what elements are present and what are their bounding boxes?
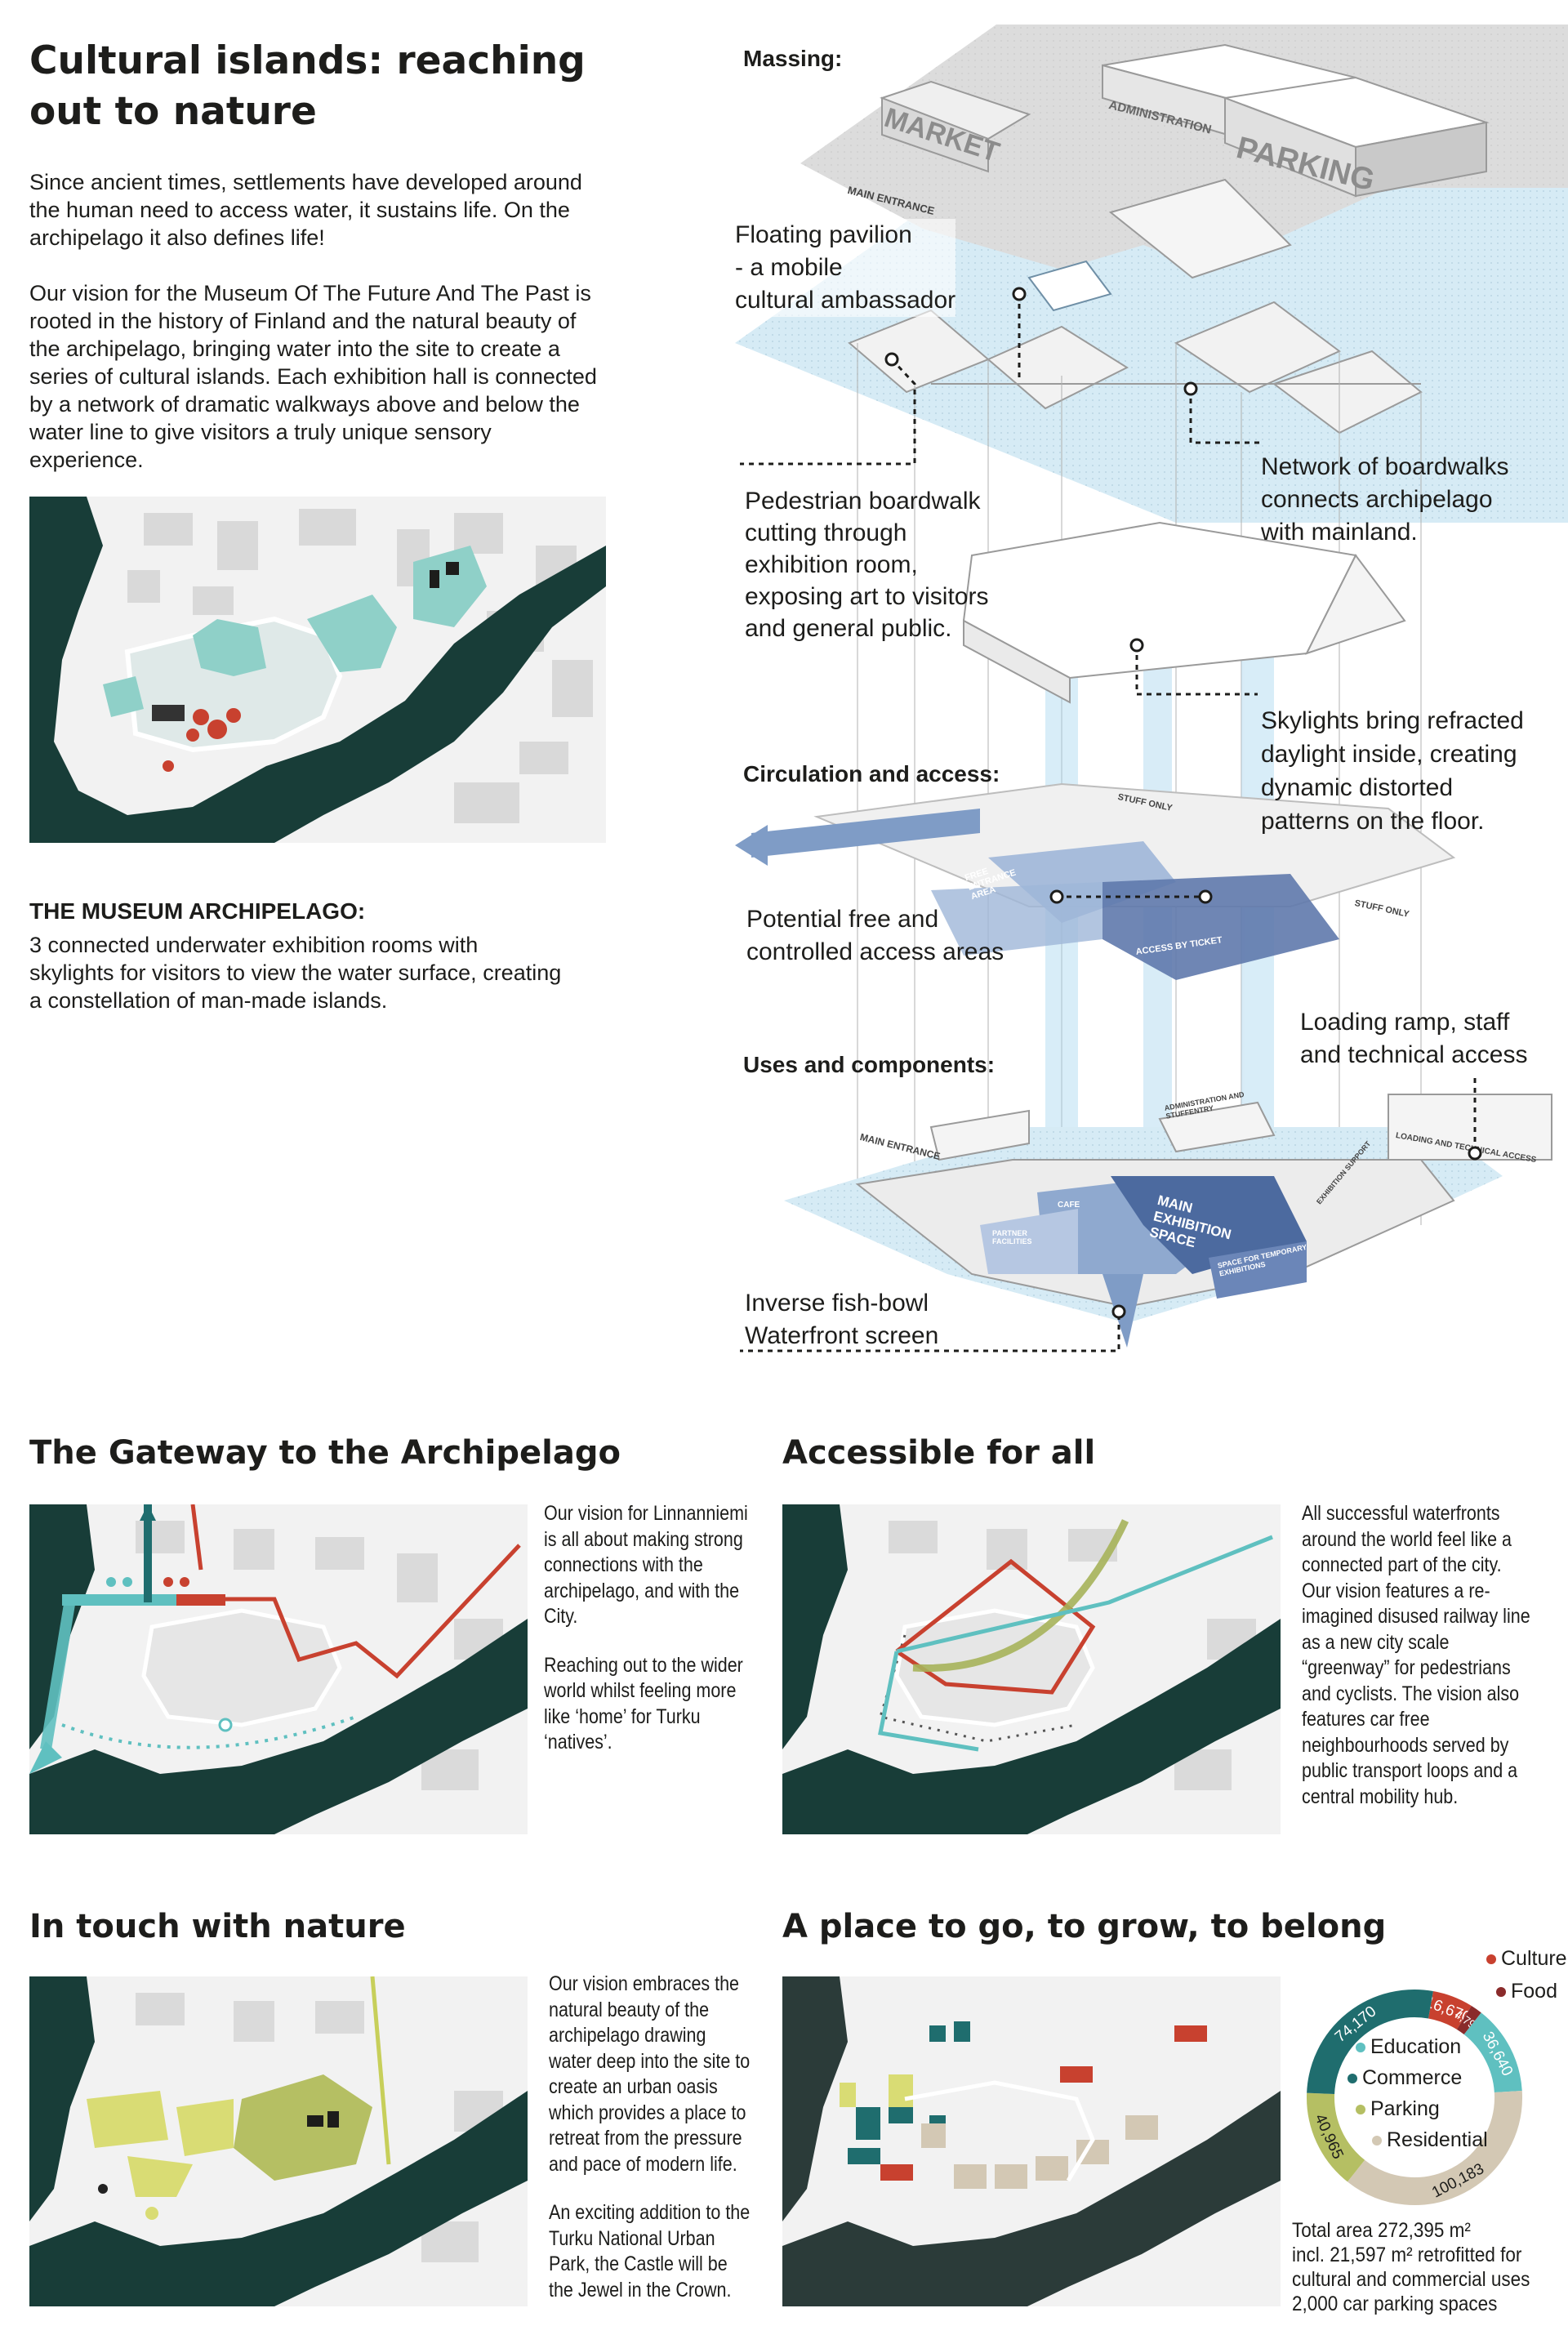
page-title-line2: out to nature [29, 89, 317, 134]
callout-fish-bowl: Inverse fish-bowl Waterfront screen [745, 1290, 939, 1349]
place-map [782, 1976, 1281, 2306]
intro-paragraph-2: Our vision for the Museum Of The Future … [29, 281, 597, 472]
gateway-text: Our vision for Linnanniemi is all about … [544, 1501, 755, 1756]
gateway-title: The Gateway to the Archipelago [29, 1434, 621, 1472]
exploded-axonometric-diagram: MARKET ADMINISTRATION PARKING MAIN ENTRA… [719, 0, 1568, 1405]
donut-slice-parking [1307, 2092, 1365, 2182]
intro-paragraph-1: Since ancient times, settlements have de… [29, 170, 582, 250]
nature-title: In touch with nature [29, 1908, 406, 1945]
callout-boardwalk-network: Network of boardwalks connects archipela… [1261, 453, 1509, 546]
callout-leader-lines [740, 287, 1482, 1352]
donut-slice-education [1463, 2012, 1522, 2093]
circulation-label: Circulation and access: [743, 761, 1000, 786]
cafe-label: CAFE [1058, 1201, 1080, 1210]
donut-slice-food [1456, 2005, 1481, 2035]
nature-paragraph-2: An exciting addition to the Turku Nation… [549, 2201, 751, 2301]
donut-slice-residential [1348, 2090, 1522, 2205]
legend-culture: Culture [1486, 1947, 1567, 1971]
donut-slice-commerce [1307, 1990, 1433, 2095]
gateway-map [29, 1504, 528, 1834]
page-title-line1: Cultural islands: reaching [29, 38, 586, 83]
nature-map [29, 1976, 528, 2306]
legend-food: Food [1496, 1980, 1557, 2003]
massing-label: Massing: [743, 46, 843, 71]
callout-floating-pavilion: Floating pavilion - a mobile cultural am… [735, 219, 956, 317]
legend-commerce: Commerce [1348, 2066, 1462, 2090]
accessible-text: All successful waterfronts around the wo… [1302, 1501, 1534, 1810]
legend-residential: Residential [1372, 2128, 1488, 2152]
callout-pedestrian-boardwalk: Pedestrian boardwalk cutting through exh… [745, 488, 989, 642]
accessible-map [782, 1504, 1281, 1834]
donut-slice-culture [1428, 1991, 1472, 2030]
accessible-paragraph-1: All successful waterfronts around the wo… [1302, 1502, 1530, 1808]
nature-paragraph-1: Our vision embraces the natural beauty o… [549, 1972, 751, 2176]
gateway-paragraph-1: Our vision for Linnanniemi is all about … [544, 1502, 748, 1628]
callout-skylights: Skylights bring refracted daylight insid… [1261, 707, 1524, 835]
total-area-note: Total area 272,395 m² incl. 21,597 m² re… [1292, 2219, 1530, 2315]
legend-education: Education [1356, 2035, 1461, 2059]
archipelago-heading: THE MUSEUM ARCHIPELAGO: [29, 898, 366, 924]
partner-facilities-label: PARTNER FACILITIES [992, 1229, 1032, 1245]
callout-access-areas: Potential free and controlled access are… [746, 906, 1004, 965]
callout-loading-ramp: Loading ramp, staff and technical access [1300, 1009, 1528, 1068]
legend-parking: Parking [1356, 2097, 1440, 2121]
nature-text: Our vision embraces the natural beauty o… [549, 1972, 752, 2303]
gateway-paragraph-2: Reaching out to the wider world whilst f… [544, 1653, 743, 1754]
site-map-archipelago [29, 497, 606, 843]
uses-label: Uses and components: [743, 1052, 996, 1077]
accessible-title: Accessible for all [782, 1434, 1096, 1472]
place-title: A place to go, to grow, to belong [782, 1908, 1387, 1945]
page-title: Cultural islands: reaching out to nature [29, 36, 650, 137]
archipelago-text: 3 connected underwater exhibition rooms … [29, 933, 562, 1013]
